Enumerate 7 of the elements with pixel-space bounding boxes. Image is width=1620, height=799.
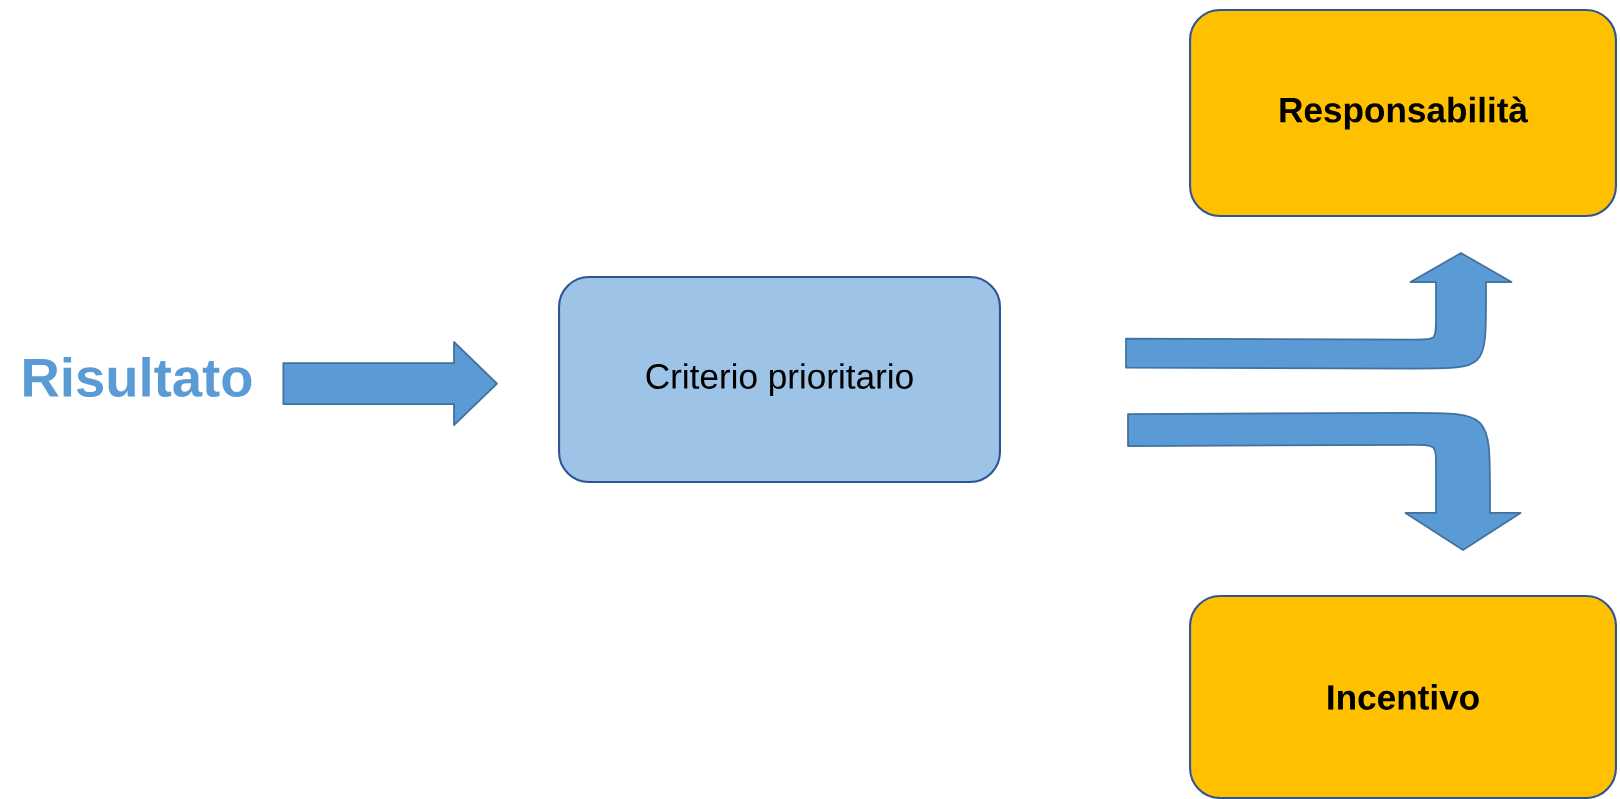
block-arrow	[1125, 252, 1513, 370]
block-arrow	[1127, 412, 1522, 551]
heading-text: Risultato	[24, 357, 252, 397]
process-box: Criterio prioritario	[558, 275, 1001, 484]
block-arrow	[282, 341, 498, 426]
outcome-box: Incentivo	[1189, 594, 1618, 799]
outcome-box: Responsabilità	[1189, 8, 1618, 218]
